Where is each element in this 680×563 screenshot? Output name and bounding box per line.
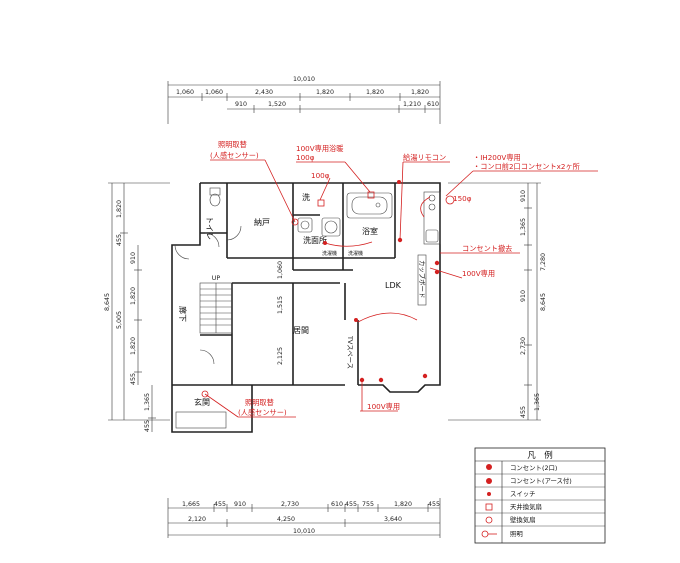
inner-dim-3: 2,125 <box>277 347 284 365</box>
wall-fan-icon <box>485 516 493 524</box>
left-total-dim: 8,645 <box>104 293 111 311</box>
cupboard-label: カップボード <box>418 260 426 298</box>
left-dim-4: 1,820 <box>130 287 137 305</box>
top-dim-5: 1,820 <box>366 89 384 96</box>
right-mid-dim: 7,280 <box>540 253 547 271</box>
note-bath-dryer-1: 100V専用浴暖 <box>296 144 343 153</box>
bath-label: 浴室 <box>362 226 378 236</box>
note-light-top-2: (人感センサー) <box>210 151 259 160</box>
left-dim-6: 455 <box>130 373 137 385</box>
bottom-dim-11: 4,250 <box>277 516 295 523</box>
note-light-bottom-2: (人感センサー) <box>238 408 287 417</box>
bottom-dim-2: 455 <box>214 501 226 508</box>
right-dimensions: 8,645 910 1,365 910 2,730 455 1,365 7,28… <box>448 182 547 421</box>
note-vent-150: 150φ <box>453 194 472 203</box>
inner-dim-1: 1,060 <box>277 261 284 279</box>
note-100v-right: 100V専用 <box>462 269 495 278</box>
right-dim-5: 455 <box>520 406 527 418</box>
up-label: UP <box>212 275 221 282</box>
note-light-top-1: 照明取替 <box>218 140 247 149</box>
tv-space-label: TVスペース <box>346 335 354 369</box>
right-dim-6: 1,365 <box>534 393 541 411</box>
top-dim-10: 610 <box>427 101 439 108</box>
storage-label: 納戸 <box>254 217 270 227</box>
bottom-dim-6: 455 <box>345 501 357 508</box>
left-dim-7: 1,365 <box>144 393 151 411</box>
top-total-dim: 10,010 <box>293 76 315 83</box>
annotations: 照明取替 (人感センサー) 100V専用浴暖 100φ 100φ 給湯リモコン … <box>201 140 598 418</box>
bottom-dim-12: 3,640 <box>384 516 402 523</box>
room-labels: トイレ 納戸 洗 洗面所 浴室 LDK 廊下 居間 玄関 UP TVスペース カ… <box>178 192 426 407</box>
bottom-dim-3: 910 <box>234 501 246 508</box>
bottom-total-dim: 10,010 <box>293 528 315 535</box>
legend-item-5: 壁換気扇 <box>510 515 536 524</box>
legend: 凡 例 コンセント(2口) コンセント(アース付) スイッチ 天井換気扇 壁換気… <box>474 447 606 544</box>
left-dim-5: 1,820 <box>130 337 137 355</box>
outlet-earth-icon <box>486 478 492 484</box>
note-vent-100: 100φ <box>311 171 330 180</box>
inner-dim-2: 1,515 <box>277 296 284 314</box>
legend-title: 凡 例 <box>527 450 553 461</box>
legend-item-6: 照明 <box>510 530 523 538</box>
left-dim-8: 455 <box>144 420 151 432</box>
note-ih-2: ・コンロ前2口コンセントx2ヶ所 <box>473 162 580 171</box>
washer-label-2: 洗濯機 <box>348 250 363 257</box>
right-dim-1: 910 <box>520 190 527 202</box>
top-dim-4: 1,820 <box>316 89 334 96</box>
note-water-remote: 給湯リモコン <box>403 153 446 162</box>
bottom-dim-5: 610 <box>331 501 343 508</box>
right-total-dim: 8,645 <box>540 293 547 311</box>
left-dim-3: 910 <box>130 252 137 264</box>
toilet-label: トイレ <box>205 216 214 240</box>
right-dim-3: 910 <box>520 290 527 302</box>
note-outlet-remove: コンセント撤去 <box>462 244 512 253</box>
stairs <box>199 282 233 334</box>
left-dim-1: 1,820 <box>116 200 123 218</box>
note-bath-dryer-2: 100φ <box>296 153 315 162</box>
top-dimensions: 10,010 1,060 1,060 2,430 1,820 1,820 1,8… <box>167 76 441 124</box>
bottom-dim-7: 755 <box>362 501 374 508</box>
top-dim-8: 1,520 <box>268 101 286 108</box>
washer-label: 洗濯機 <box>322 250 337 257</box>
top-dim-3: 2,430 <box>255 89 273 96</box>
entrance-label: 玄関 <box>194 397 210 407</box>
bottom-dim-9: 455 <box>428 501 440 508</box>
left-dim-total2: 5,005 <box>116 311 123 329</box>
legend-item-1: コンセント(2口) <box>510 464 557 472</box>
wash-label: 洗 <box>302 192 310 202</box>
hall-label: 廊下 <box>178 306 188 322</box>
bottom-dimensions: 1,665 455 910 2,730 610 455 755 1,820 45… <box>167 498 441 538</box>
note-ih-1: ・IH200V専用 <box>473 153 521 162</box>
bottom-dim-10: 2,120 <box>188 516 206 523</box>
top-dim-7: 910 <box>235 101 247 108</box>
living-label: 居間 <box>293 326 309 335</box>
top-dim-1: 1,060 <box>176 89 194 96</box>
right-dim-2: 1,365 <box>520 218 527 236</box>
left-dim-2: 455 <box>116 234 123 246</box>
top-dim-6: 1,820 <box>411 89 429 96</box>
switch-icon <box>487 492 491 496</box>
legend-item-4: 天井換気扇 <box>510 502 542 511</box>
top-dim-9: 1,210 <box>403 101 421 108</box>
note-light-bottom-1: 照明取替 <box>245 398 274 407</box>
washroom-label: 洗面所 <box>303 235 327 245</box>
bottom-dim-1: 1,665 <box>182 501 200 508</box>
outlet-2-icon <box>486 464 492 470</box>
top-dim-2: 1,060 <box>205 89 223 96</box>
ldk-label: LDK <box>385 281 402 290</box>
right-dim-4: 2,730 <box>520 337 527 355</box>
bottom-dim-4: 2,730 <box>281 501 299 508</box>
left-dimensions: 8,645 1,820 455 5,005 910 1,820 1,820 45… <box>104 182 170 432</box>
note-100v-bottom: 100V専用 <box>367 402 400 411</box>
legend-item-3: スイッチ <box>510 490 536 498</box>
bottom-dim-8: 1,820 <box>394 501 412 508</box>
ceiling-fan-icon <box>485 503 493 511</box>
legend-item-2: コンセント(アース付) <box>510 476 572 485</box>
